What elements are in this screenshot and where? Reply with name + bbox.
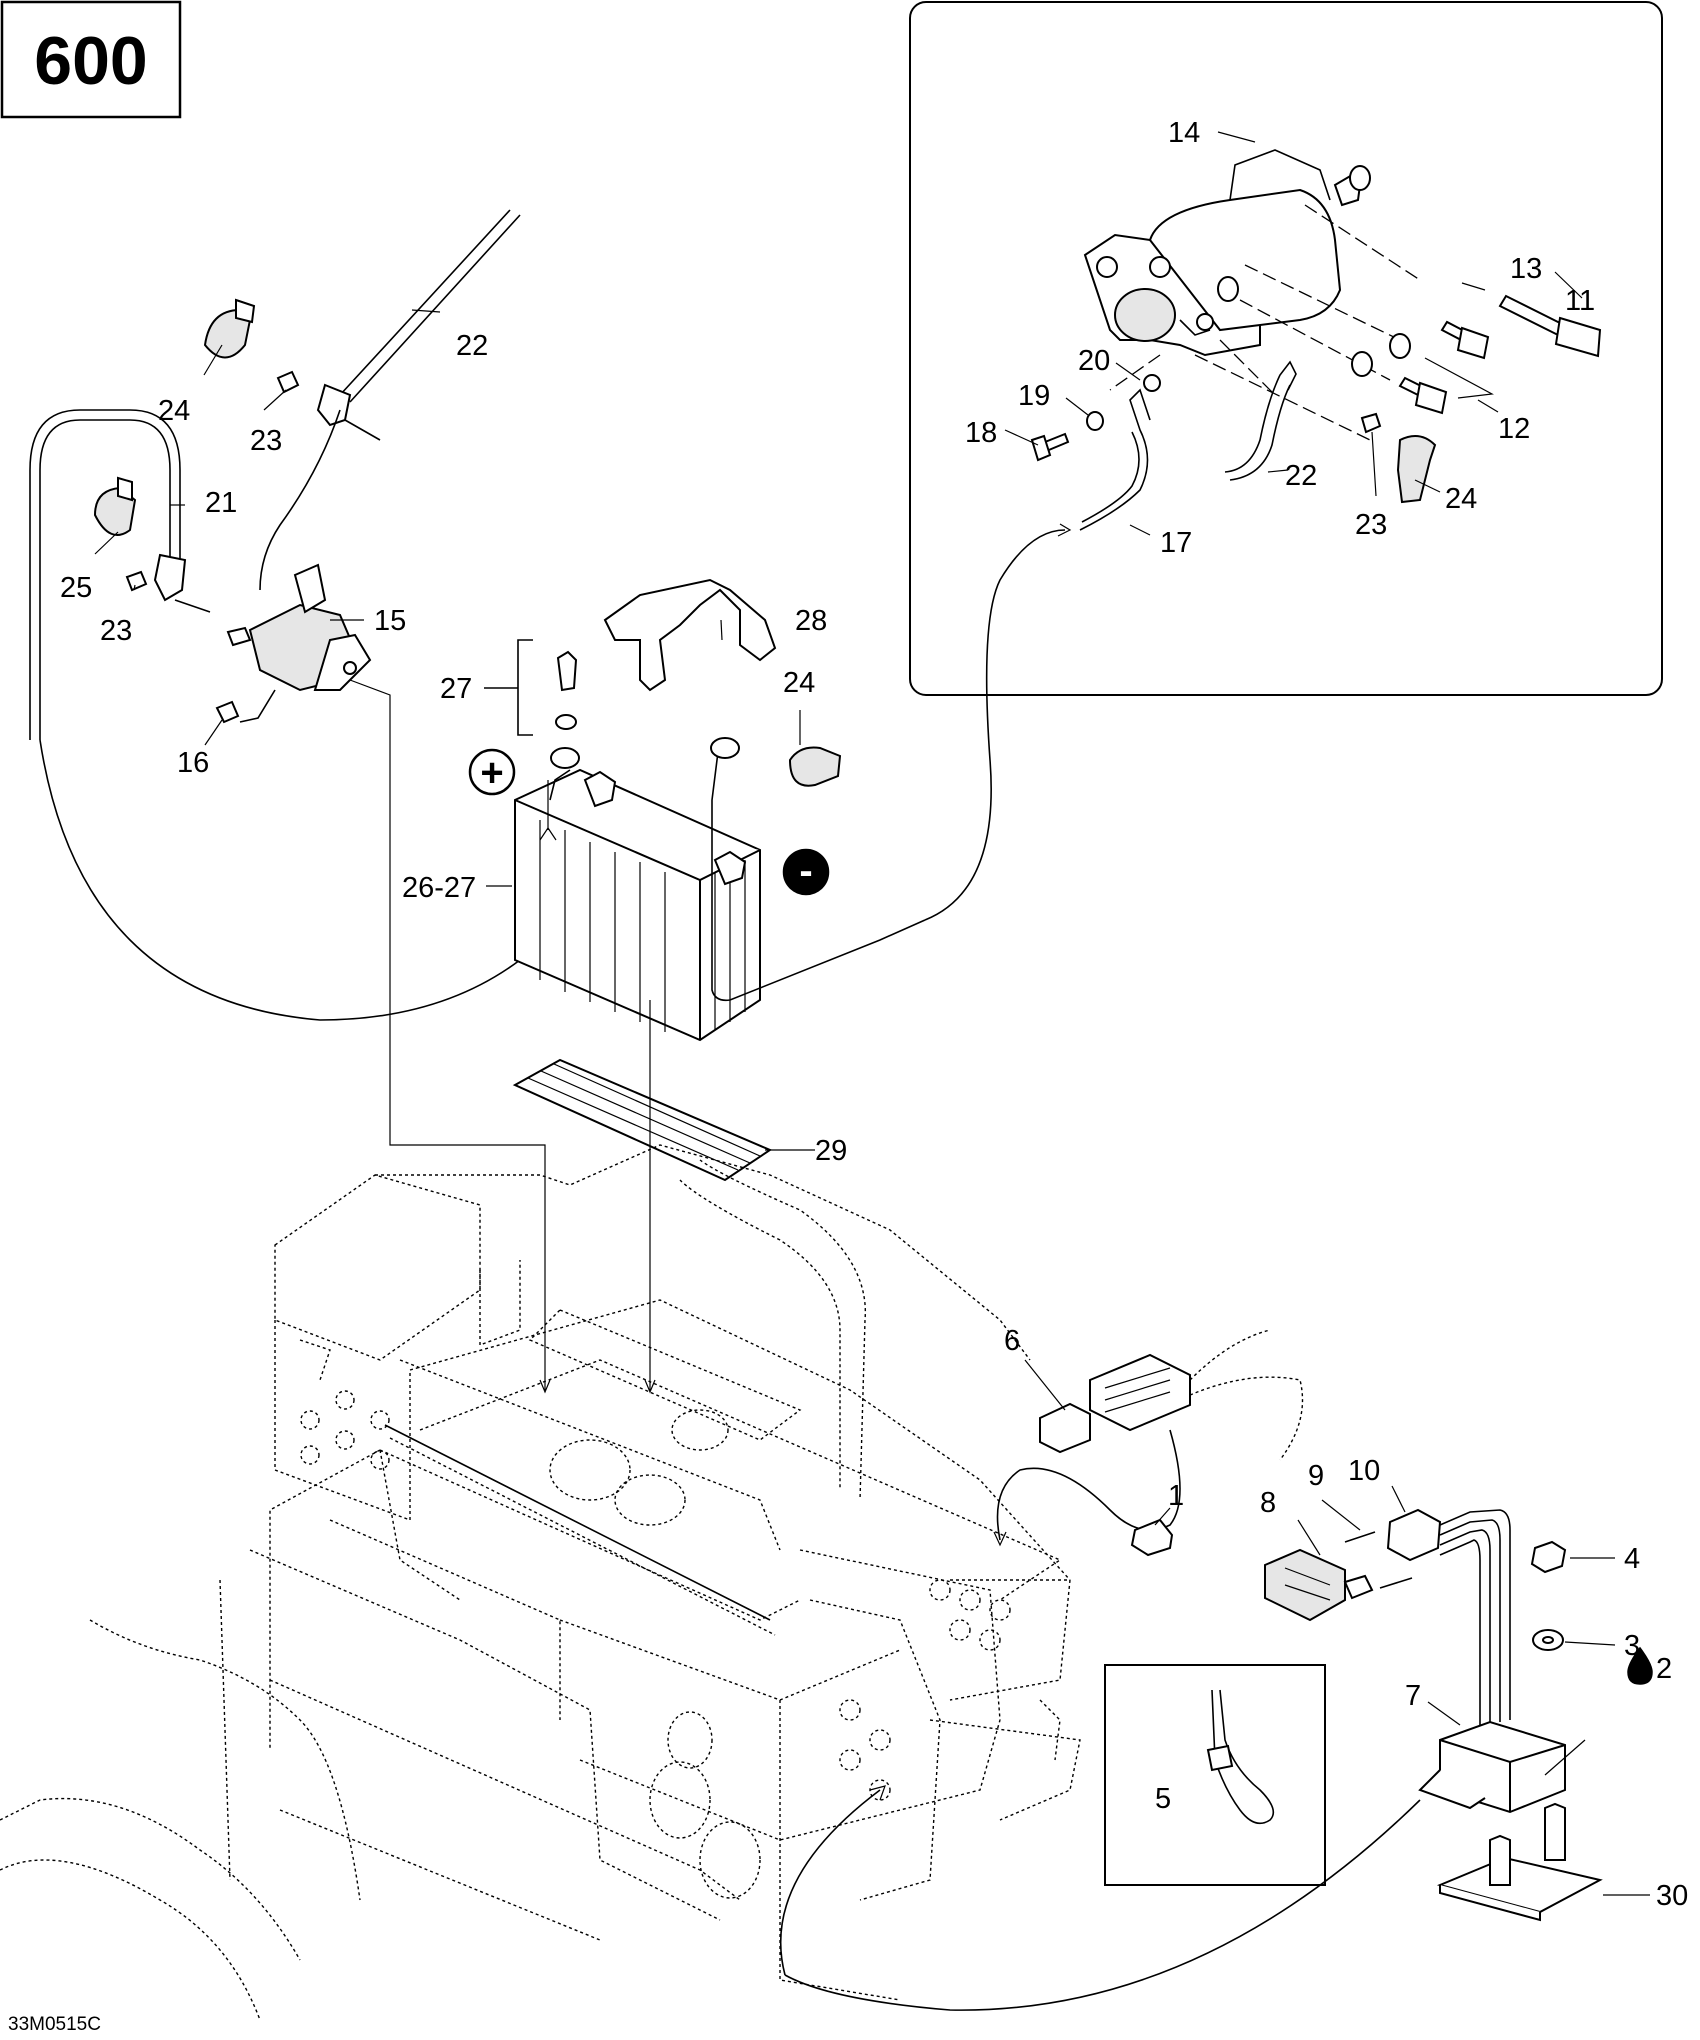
callout-labels: 14 13 11 12 20 19 18 22 17 23 24 22 24 2…	[60, 117, 1688, 1912]
callout-23-left: 23	[100, 615, 132, 647]
callout-9: 9	[1308, 1460, 1324, 1492]
callout-28: 28	[795, 605, 827, 637]
callout-8: 8	[1260, 1487, 1276, 1519]
callout-24: 24	[158, 395, 190, 427]
callout-21: 21	[205, 487, 237, 519]
callout-19: 19	[1018, 380, 1050, 412]
callout-2: 2	[1656, 1653, 1672, 1685]
callout-23: 23	[250, 425, 282, 457]
callout-7: 7	[1405, 1680, 1421, 1712]
callout-11: 11	[1565, 285, 1595, 317]
callout-12: 12	[1498, 413, 1530, 445]
callout-10: 10	[1348, 1455, 1380, 1487]
callout-13: 13	[1510, 253, 1542, 285]
callout-15: 15	[374, 605, 406, 637]
callout-24-inset: 24	[1445, 483, 1477, 515]
callout-17: 17	[1160, 527, 1192, 559]
drawing-code: 33M0515C	[8, 2014, 101, 2035]
starter-inset-frame	[909, 1, 1663, 696]
callout-18: 18	[965, 417, 997, 449]
starter-solenoid	[226, 563, 372, 692]
voltage-regulator	[1418, 1720, 1566, 1814]
chassis-frame	[0, 1144, 1081, 2021]
callout-6: 6	[1004, 1325, 1020, 1357]
cable-tie-inset-frame	[1104, 1664, 1326, 1886]
callout-3: 3	[1624, 1630, 1640, 1662]
starter-motor	[1083, 149, 1371, 357]
negative-terminal-marker: -	[782, 848, 830, 896]
callout-22-inset: 22	[1285, 460, 1317, 492]
callout-4: 4	[1624, 1543, 1640, 1575]
callout-1: 1	[1168, 1480, 1184, 1512]
callout-22: 22	[456, 330, 488, 362]
positive-sign: +	[480, 751, 503, 795]
callout-26-27: 26-27	[402, 872, 476, 904]
leader-lines	[94, 131, 1650, 1896]
battery	[514, 768, 761, 1042]
callout-25: 25	[60, 572, 92, 604]
positive-terminal-marker: +	[468, 748, 516, 796]
model-badge-text: 600	[34, 23, 147, 99]
callout-29: 29	[815, 1135, 847, 1167]
battery-pad	[512, 1058, 773, 1182]
drop-icon	[1627, 1646, 1653, 1685]
callout-23-inset: 23	[1355, 509, 1387, 541]
callout-16: 16	[177, 747, 209, 779]
callout-30: 30	[1656, 1880, 1688, 1912]
callout-5: 5	[1155, 1783, 1171, 1815]
callout-27: 27	[440, 673, 472, 705]
model-badge: 600	[0, 0, 182, 119]
callout-20: 20	[1078, 345, 1110, 377]
callout-14: 14	[1168, 117, 1200, 149]
negative-sign: -	[799, 849, 812, 893]
callout-24-battery: 24	[783, 667, 815, 699]
